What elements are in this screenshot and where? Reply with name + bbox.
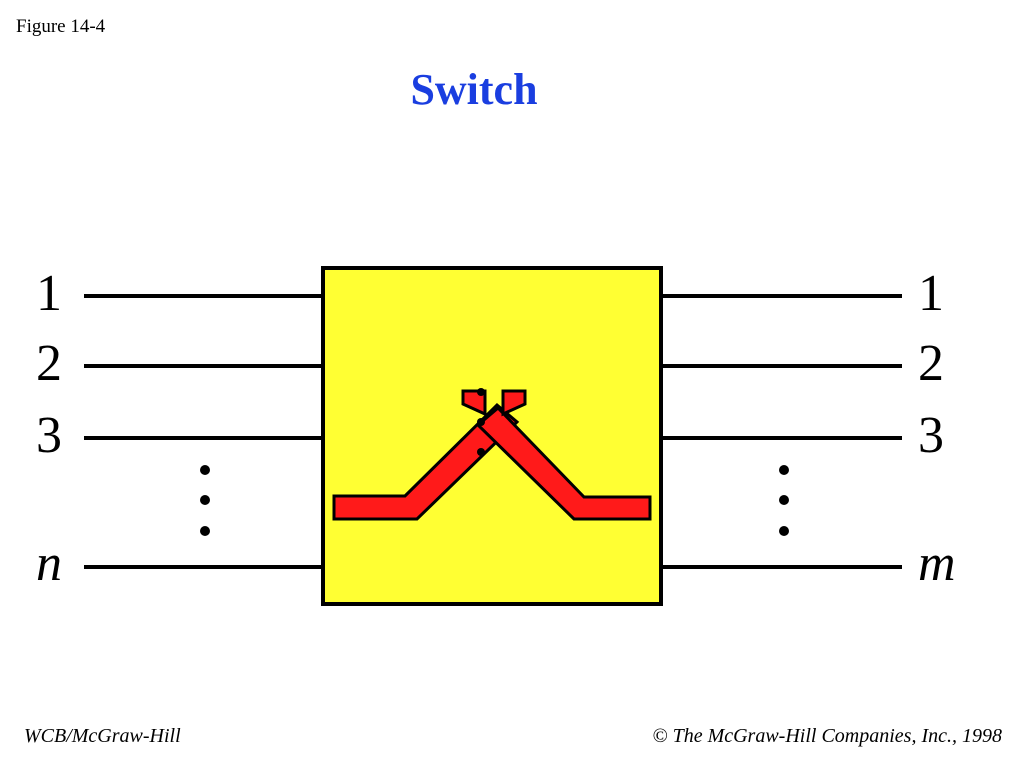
copyright-symbol: ©	[652, 725, 668, 747]
input-label-n: n	[36, 535, 62, 592]
slide-title: Switch	[410, 65, 538, 114]
input-label-1: 1	[36, 265, 62, 322]
crossing-right-tip	[501, 389, 527, 417]
footer-publisher: WCB/McGraw-Hill	[24, 725, 181, 747]
output-label-3: 3	[918, 407, 944, 464]
output-label-m: m	[918, 535, 956, 592]
output-label-1: 1	[918, 265, 944, 322]
output-ellipsis	[779, 465, 789, 536]
crossing-dots	[477, 388, 485, 456]
figure-label: Figure 14-4	[16, 16, 106, 37]
copyright-text: The McGraw-Hill Companies, Inc., 1998	[672, 725, 1002, 747]
crossing-left-arm	[332, 402, 520, 521]
input-ellipsis	[200, 465, 210, 536]
footer-copyright: © The McGraw-Hill Companies, Inc., 1998	[652, 725, 1002, 748]
output-label-2: 2	[918, 335, 944, 392]
input-label-2: 2	[36, 335, 62, 392]
input-label-3: 3	[36, 407, 62, 464]
crossing-right-arm	[475, 405, 652, 521]
switch-crossing-path	[332, 389, 652, 521]
